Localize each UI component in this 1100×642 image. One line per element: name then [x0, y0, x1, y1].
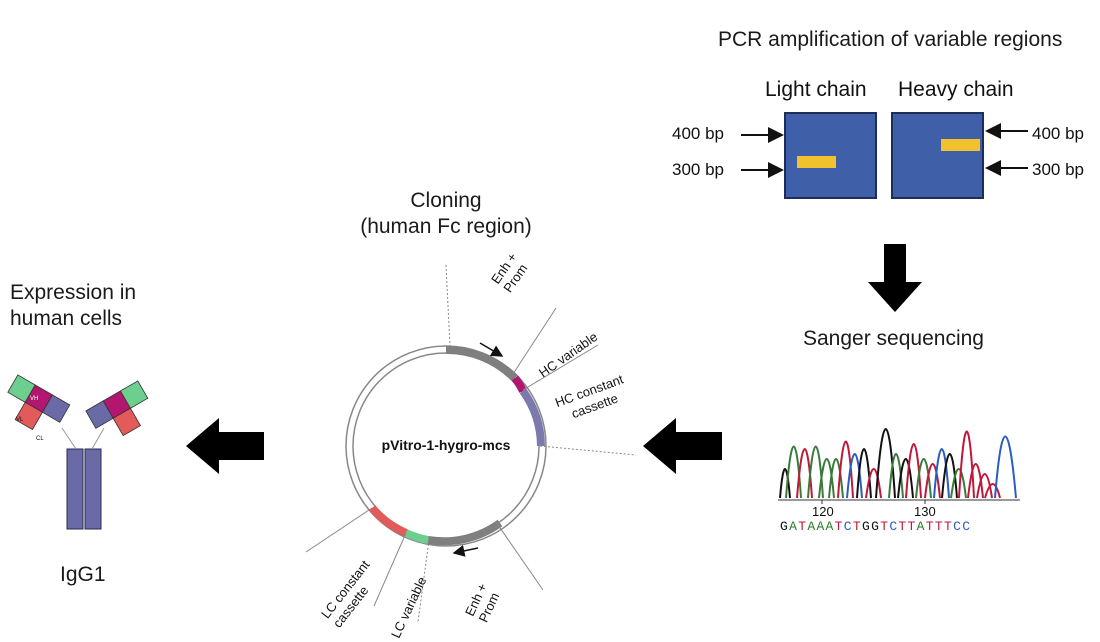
expression-title-line1: Expression in [10, 281, 137, 304]
base: T [907, 519, 917, 534]
domain-cl-label: CL [36, 436, 44, 442]
base: A [807, 519, 817, 534]
antibody-diagram [7, 374, 149, 530]
heavy-chain-label: Heavy chain [898, 78, 1014, 101]
hc-constant-segment [519, 388, 545, 447]
cloning-title-line1: Cloning [410, 189, 482, 212]
base: T [934, 519, 944, 534]
cloning-title: Cloning (human Fc region) [343, 188, 549, 240]
base: C [889, 519, 899, 534]
domain-vh-label: VH [30, 396, 39, 402]
base: G [861, 519, 872, 534]
base: G [871, 519, 881, 534]
base: T [925, 519, 935, 534]
base: C [962, 519, 972, 534]
domain-ch-label: CH [48, 421, 57, 427]
hc-variable-segment [511, 375, 527, 393]
light-chain-label: Light chain [765, 78, 867, 101]
base: C [843, 519, 853, 534]
base: T [834, 519, 844, 534]
base: T [943, 519, 954, 534]
base-sequence-text: GATAAATCTGGTCTTATTTCC [780, 519, 971, 534]
cloning-title-line2: (human Fc region) [360, 215, 532, 238]
sanger-title: Sanger sequencing [803, 327, 984, 350]
base: A [825, 519, 835, 534]
base: A [916, 519, 926, 534]
heavy-chain-band [941, 139, 980, 151]
down-arrow [868, 244, 922, 312]
tick-130: 130 [914, 504, 936, 519]
domain-vl-label: VL [16, 417, 24, 423]
base-sequence: GATAAATCTGGTCTTATTTCC [780, 519, 971, 534]
heavy-chain-gel [891, 112, 984, 199]
chromatogram [778, 428, 1020, 504]
left-arrow-to-antibody [186, 418, 264, 474]
left-arrow-to-plasmid [643, 418, 722, 474]
plasmid-name: pVitro-1-hygro-mcs [381, 437, 511, 453]
hc-promoter-segment [445, 345, 518, 381]
base: A [816, 519, 826, 534]
expression-title-line2: human cells [10, 307, 123, 330]
lc-constant-segment [368, 505, 408, 537]
igg1-label: IgG1 [60, 563, 106, 586]
light-300bp-label: 300 bp [672, 160, 724, 179]
expression-title: Expression in human cells [10, 280, 136, 332]
heavy-300bp-label: 300 bp [1032, 160, 1084, 179]
base: T [798, 519, 808, 534]
light-chain-gel [784, 112, 877, 199]
base: G [780, 519, 790, 534]
base: T [880, 519, 890, 534]
light-400bp-label: 400 bp [672, 124, 724, 143]
lc-promoter-segment [427, 519, 503, 546]
base: T [898, 519, 908, 534]
heavy-400bp-label: 400 bp [1032, 124, 1084, 143]
light-chain-band [797, 156, 836, 168]
base: C [953, 519, 963, 534]
plasmid-map [305, 264, 637, 623]
base: T [852, 519, 862, 534]
pcr-title: PCR amplification of variable regions [718, 28, 1063, 51]
base: A [789, 519, 799, 534]
tick-120: 120 [812, 504, 834, 519]
